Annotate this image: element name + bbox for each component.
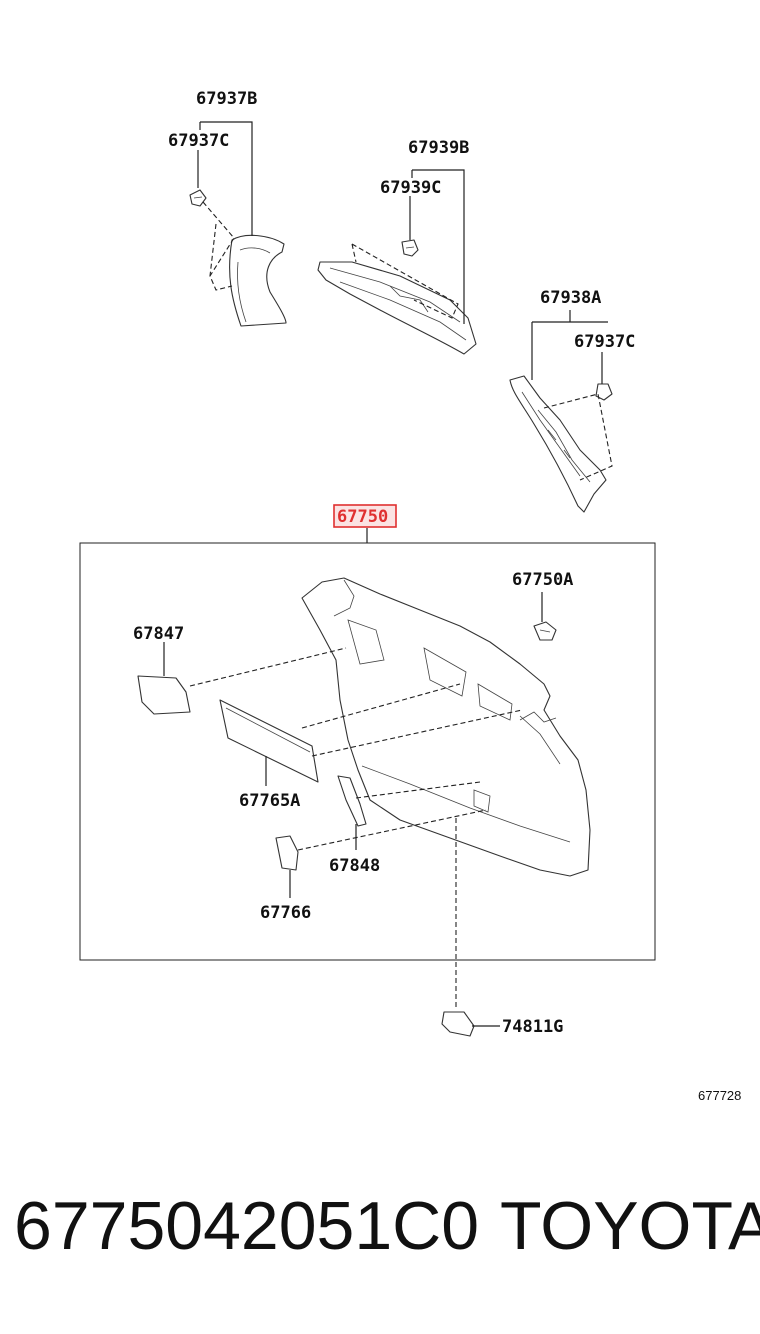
part-67847-cover[interactable] <box>137 675 191 715</box>
callout-67939B[interactable]: 67939B <box>408 138 469 158</box>
callout-67937C-right[interactable]: 67937C <box>574 332 635 352</box>
dashed-guide-67765A-b <box>311 709 523 757</box>
callout-67937C-top[interactable]: 67937C <box>168 131 229 151</box>
dashed-guide-67937B <box>202 201 235 291</box>
dashed-guide-67848 <box>355 781 481 799</box>
clip-67937C-top[interactable] <box>189 189 207 207</box>
leader-67938A <box>531 310 608 380</box>
part-67938A-trim[interactable] <box>509 375 607 513</box>
clip-67939C[interactable] <box>401 239 419 257</box>
part-74811G-clip[interactable] <box>441 1011 475 1037</box>
callout-67750A[interactable]: 67750A <box>512 570 573 590</box>
dashed-guide-67938A <box>543 393 613 481</box>
dashed-guide-67766 <box>297 809 487 851</box>
callout-67937B[interactable]: 67937B <box>196 89 257 109</box>
callout-67750-highlight <box>333 504 397 528</box>
footer-brand: TOYOTA <box>500 1188 760 1264</box>
dashed-guide-67847 <box>189 647 347 687</box>
diagram-code: 677728 <box>698 1088 741 1103</box>
callout-67939C[interactable]: 67939C <box>380 178 441 198</box>
callout-67848[interactable]: 67848 <box>329 856 380 876</box>
part-67766-cap[interactable] <box>275 835 299 871</box>
dashed-guide-67939B <box>351 243 459 319</box>
callout-74811G[interactable]: 74811G <box>502 1017 563 1037</box>
callout-67938A[interactable]: 67938A <box>540 288 601 308</box>
part-67937B-trim[interactable] <box>229 234 287 327</box>
assembly-frame-67750 <box>79 542 656 961</box>
leader-67939B <box>411 169 465 324</box>
callout-67766[interactable]: 67766 <box>260 903 311 923</box>
clip-67750A[interactable] <box>533 621 557 641</box>
callout-67750[interactable]: 67750 <box>337 507 388 527</box>
part-67939B-trim[interactable] <box>317 261 477 355</box>
footer-part-number: 6775042051C0 <box>14 1188 480 1264</box>
dashed-guide-67937B-b <box>209 223 217 277</box>
callout-67847[interactable]: 67847 <box>133 624 184 644</box>
clip-67937C-right[interactable] <box>595 383 613 401</box>
callout-67765A[interactable]: 67765A <box>239 791 300 811</box>
dashed-guide-67765A-a <box>301 683 461 729</box>
leader-67937B <box>199 121 253 236</box>
part-67848-hook[interactable] <box>337 775 367 827</box>
part-67765A-lid[interactable] <box>219 699 319 783</box>
